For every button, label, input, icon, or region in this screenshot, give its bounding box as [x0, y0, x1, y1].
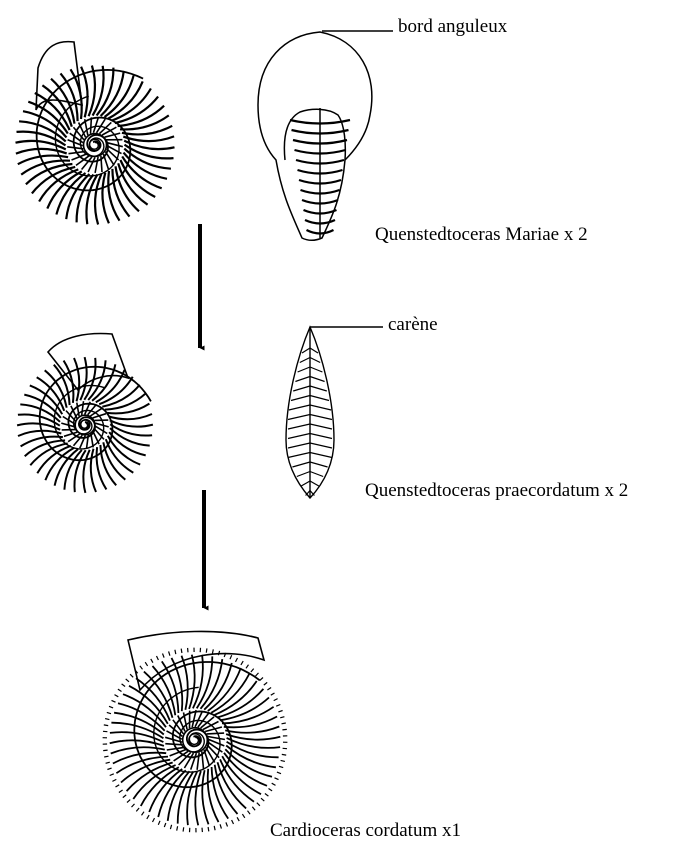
label-carene: carène [388, 314, 438, 335]
label-cardioceras-cordatum: Cardioceras cordatum x1 [270, 820, 461, 841]
cardioceras-cordatum-lateral-view [102, 630, 288, 833]
quenstedtoceras-praecordatum-lateral-view [16, 332, 154, 494]
label-quenstedtoceras-praecordatum: Quenstedtoceras praecordatum x 2 [365, 480, 629, 501]
label-bord-anguleux: bord anguleux [398, 16, 508, 37]
quenstedtoceras-praecordatum-cross-section [285, 325, 335, 500]
label-quenstedtoceras-mariae: Quenstedtoceras Mariae x 2 [375, 224, 588, 245]
quenstedtoceras-mariae-cross-section [257, 31, 373, 241]
quenstedtoceras-mariae-lateral-view [15, 40, 175, 225]
